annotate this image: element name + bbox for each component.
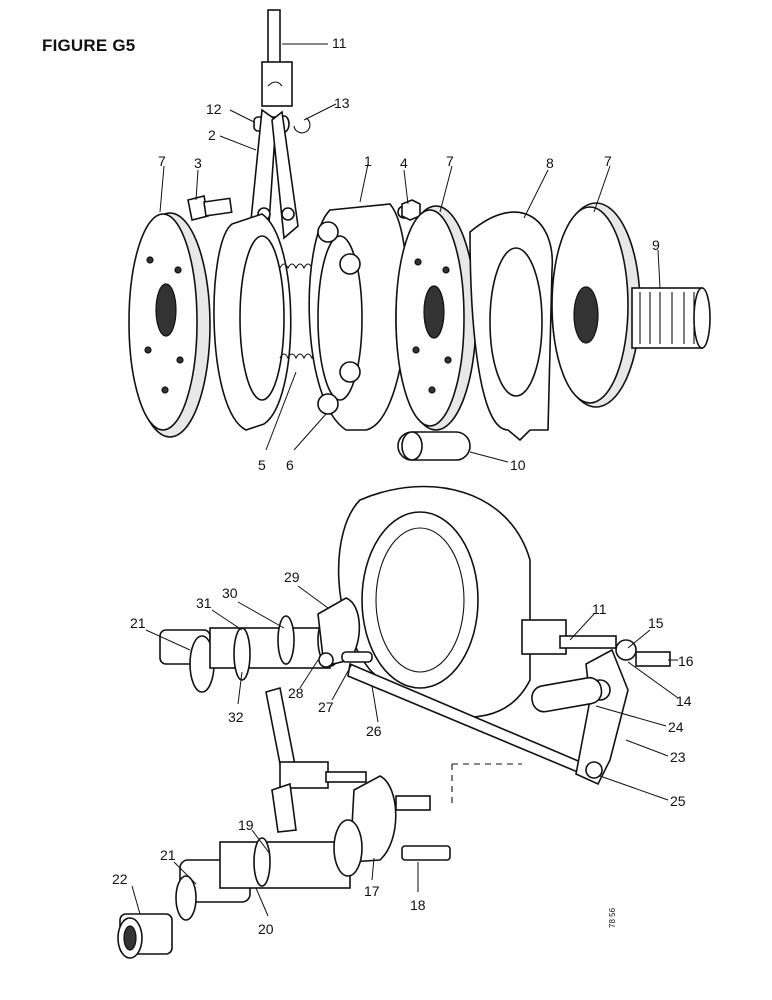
linkage-arm <box>249 108 299 240</box>
figure-title: FIGURE G5 <box>42 36 136 55</box>
steel-balls <box>317 221 361 415</box>
bush-22 <box>117 913 173 959</box>
callout-7b: 7 <box>446 153 454 169</box>
callout-29: 29 <box>284 569 300 585</box>
callout-9: 9 <box>652 237 660 253</box>
dowel-pin <box>397 431 471 461</box>
callout-11a: 11 <box>332 35 347 51</box>
callout-23: 23 <box>670 749 686 765</box>
cross-shaft-lower <box>175 819 363 921</box>
actuator-plate-right <box>308 203 411 431</box>
bolt <box>187 195 233 221</box>
callout-2: 2 <box>208 127 216 143</box>
callout-16: 16 <box>678 653 694 669</box>
callout-18: 18 <box>410 897 426 913</box>
callout-13: 13 <box>334 95 350 111</box>
callout-14: 14 <box>676 693 692 709</box>
callout-1: 1 <box>364 153 372 169</box>
callout-8: 8 <box>546 155 554 171</box>
brake-plate <box>469 211 554 442</box>
adjuster-nut <box>615 639 671 667</box>
adjuster-block <box>521 619 617 655</box>
callout-30: 30 <box>222 585 238 601</box>
callout-15: 15 <box>648 615 664 631</box>
clip <box>293 117 311 134</box>
callout-27: 27 <box>318 699 334 715</box>
operating-rod-top <box>261 9 293 107</box>
callout-6: 6 <box>286 457 294 473</box>
callout-21a: 21 <box>130 615 146 631</box>
callout-3: 3 <box>194 155 202 171</box>
callout-19: 19 <box>238 817 254 833</box>
callout-4: 4 <box>400 155 408 171</box>
callout-17: 17 <box>364 883 380 899</box>
brake-disc-left <box>128 212 211 438</box>
callout-11b: 11 <box>592 601 607 617</box>
callout-31: 31 <box>196 595 212 611</box>
brake-disc-middle <box>395 205 477 431</box>
callout-7c: 7 <box>604 153 612 169</box>
callout-24: 24 <box>668 719 684 735</box>
lever-arm <box>575 648 629 786</box>
callout-numbers: 1 2 3 4 5 6 7 7 7 8 9 10 11 11 12 13 14 … <box>112 35 694 937</box>
callout-25: 25 <box>670 793 686 809</box>
callout-12: 12 <box>206 101 222 117</box>
callout-10: 10 <box>510 457 526 473</box>
assembly-line <box>451 763 522 804</box>
cross-shaft-upper <box>159 613 343 693</box>
pivot-pin-24 <box>531 676 603 713</box>
callout-28: 28 <box>288 685 304 701</box>
bell-crank <box>265 686 367 833</box>
callout-20: 20 <box>258 921 274 937</box>
pivot-pin-27 <box>341 651 373 663</box>
callout-21b: 21 <box>160 847 176 863</box>
brake-housing <box>337 485 531 718</box>
splined-shaft <box>631 287 711 349</box>
actuator-plate-left <box>213 213 292 431</box>
callout-26: 26 <box>366 723 382 739</box>
brake-disc-right <box>551 202 641 408</box>
callout-7a: 7 <box>158 153 166 169</box>
callout-32: 32 <box>228 709 244 725</box>
callout-22: 22 <box>112 871 128 887</box>
callout-leaders <box>131 43 679 917</box>
callout-5: 5 <box>258 457 266 473</box>
stud-18 <box>401 845 451 861</box>
